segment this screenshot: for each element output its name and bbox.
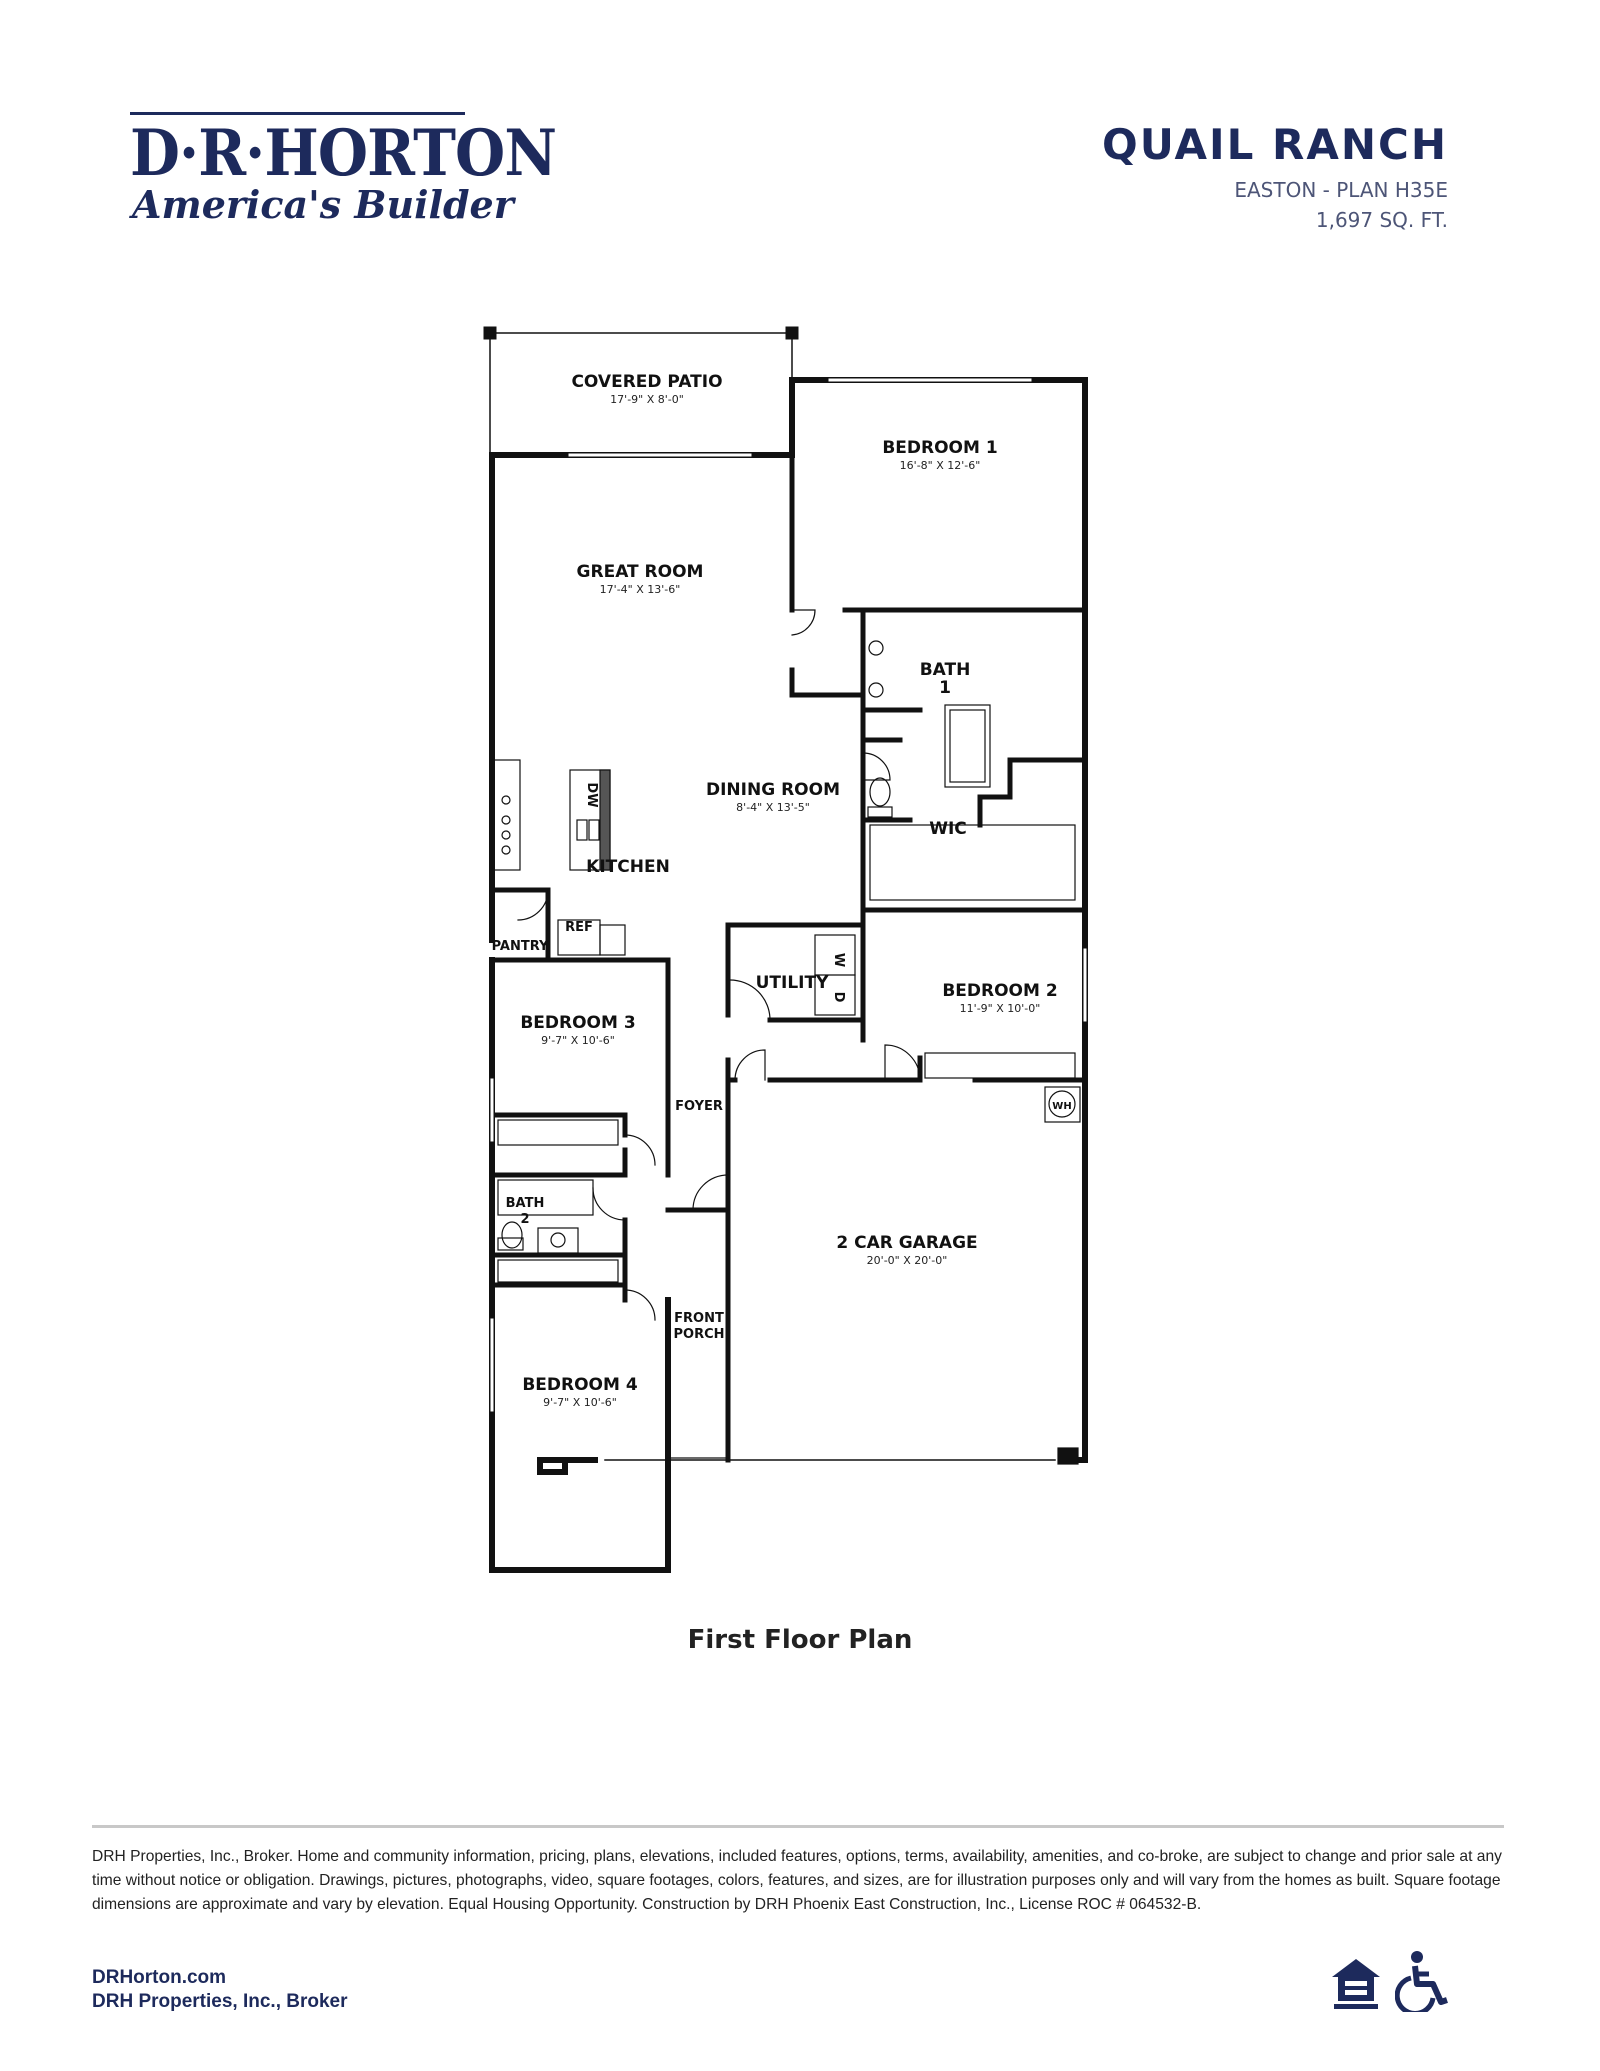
brand-logo: D·R·HORTON (130, 116, 557, 191)
broker-name: DRH Properties, Inc., Broker (92, 1991, 348, 2012)
interior-walls (489, 377, 1088, 1463)
kitchen-label: KITCHEN (586, 857, 670, 877)
washer-label: W (831, 953, 846, 967)
patio-post-left (483, 326, 497, 340)
dishwasher-label: DW (584, 782, 599, 807)
floor-plan-diagram: COVERED PATIO 17'-9" X 8'-0" BEDROOM 1 1… (483, 326, 1088, 1573)
dryer-label: D (831, 992, 846, 1003)
bath2-label: BATH (506, 1196, 545, 1211)
brand-tagline: America's Builder (132, 182, 514, 227)
garage-post (1057, 1447, 1079, 1465)
front-porch-label-2: PORCH (673, 1327, 724, 1342)
footer-divider (92, 1825, 1504, 1828)
covered-patio-label: COVERED PATIO (571, 372, 722, 392)
website-link[interactable]: DRHorton.com (92, 1967, 227, 1988)
garage-dim: 20'-0" X 20'-0" (867, 1254, 948, 1267)
water-heater-label: WH (1052, 1101, 1071, 1112)
dining-room-dim: 8'-4" X 13'-5" (736, 801, 810, 814)
bedroom3-dim: 9'-7" X 10'-6" (541, 1034, 615, 1047)
foyer-label: FOYER (675, 1099, 723, 1114)
bath1-label: BATH (920, 660, 971, 680)
patio-post-right (785, 326, 799, 340)
great-room-dim: 17'-4" X 13'-6" (600, 583, 681, 596)
dining-room-label: DINING ROOM (706, 780, 840, 800)
equal-housing-icon (1332, 1959, 1380, 2009)
bedroom1-dim: 16'-8" X 12'-6" (900, 459, 981, 472)
bedroom4-label: BEDROOM 4 (522, 1375, 638, 1395)
logo-rule-top (130, 112, 465, 115)
utility-label: UTILITY (756, 973, 829, 993)
bedroom4-dim: 9'-7" X 10'-6" (543, 1396, 617, 1409)
great-room-label: GREAT ROOM (577, 562, 704, 582)
covered-patio-dim: 17'-9" X 8'-0" (610, 393, 684, 406)
bedroom2-label: BEDROOM 2 (942, 981, 1057, 1001)
bedroom3-label: BEDROOM 3 (520, 1013, 635, 1033)
plan-name: EASTON - PLAN H35E (1234, 178, 1448, 202)
community-name: QUAIL RANCH (1101, 120, 1448, 169)
bath2-number: 2 (520, 1212, 529, 1227)
wic-label: WIC (929, 819, 967, 839)
floor-plan-caption: First Floor Plan (687, 1625, 913, 1655)
ref-label: REF (565, 920, 593, 935)
front-porch-label: FRONT (674, 1311, 724, 1326)
bath1-number: 1 (939, 678, 951, 698)
pantry-label: PANTRY (492, 939, 549, 954)
legal-disclaimer: DRH Properties, Inc., Broker. Home and c… (92, 1848, 1502, 1913)
square-footage: 1,697 SQ. FT. (1315, 208, 1448, 232)
garage-label: 2 CAR GARAGE (836, 1233, 977, 1253)
fixtures (490, 378, 1087, 1465)
bedroom1-label: BEDROOM 1 (882, 438, 997, 458)
bedroom2-dim: 11'-9" X 10'-0" (960, 1002, 1041, 1015)
accessibility-icon (1395, 1951, 1448, 2012)
